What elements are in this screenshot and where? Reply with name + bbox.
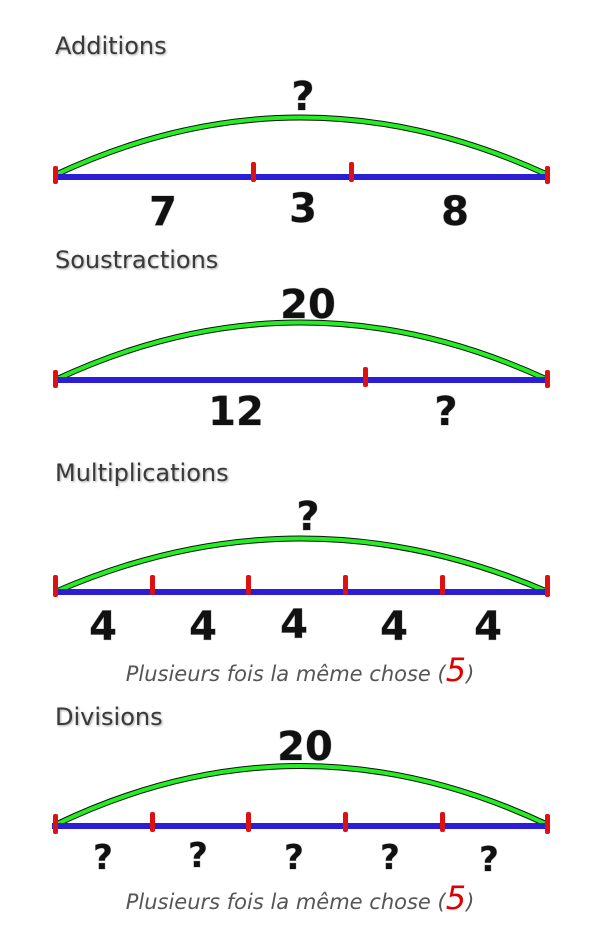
multiplications-part-4: 4 <box>380 604 408 650</box>
soustractions-diagram: 20 12 ? <box>53 282 550 436</box>
tick <box>545 575 550 597</box>
divisions-part-3: ? <box>284 838 304 878</box>
additions-part-1: 7 <box>149 189 177 235</box>
multiplications-arc <box>54 536 549 594</box>
tick <box>545 166 550 184</box>
tick <box>53 370 58 388</box>
caption-end: ) <box>466 890 475 914</box>
divisions-arc <box>54 764 549 827</box>
additions-title: Additions <box>55 32 167 60</box>
multiplications-part-1: 4 <box>89 604 117 650</box>
divisions-diagram: 20 ? ? ? ? ? <box>52 724 550 881</box>
soustractions-arc <box>54 320 549 382</box>
divisions-total: 20 <box>277 724 333 770</box>
repeat-count: 5 <box>445 651 467 689</box>
divisions-part-4: ? <box>380 838 400 878</box>
divisions-title: Divisions <box>55 703 163 731</box>
additions-arc <box>54 115 549 177</box>
caption-end: ) <box>466 662 475 686</box>
tick <box>150 575 155 595</box>
multiplications-part-3: 4 <box>280 602 308 648</box>
additions-total: ? <box>291 74 314 120</box>
tick <box>150 812 155 832</box>
multiplications-diagram: ? 4 4 4 4 4 <box>53 494 550 650</box>
divisions-part-1: ? <box>93 838 113 878</box>
repeat-count: 5 <box>445 879 467 917</box>
tick <box>545 370 550 388</box>
tick <box>440 575 445 595</box>
caption-text: Plusieurs fois la même chose ( <box>125 890 446 914</box>
soustractions-part-2: ? <box>434 389 457 435</box>
tick <box>545 814 550 834</box>
tick <box>246 812 251 832</box>
tick <box>363 367 368 387</box>
additions-part-3: 8 <box>441 189 469 235</box>
tick <box>349 162 354 182</box>
soustractions-title: Soustractions <box>55 246 219 274</box>
divisions-caption: Plusieurs fois la même chose (5) <box>0 879 600 917</box>
tick <box>343 575 348 595</box>
tick <box>53 814 58 834</box>
multiplications-total: ? <box>296 494 319 540</box>
divisions-part-5: ? <box>479 840 499 880</box>
multiplications-part-2: 4 <box>189 604 217 650</box>
tick <box>246 575 251 595</box>
tick <box>251 162 256 182</box>
tick <box>53 166 58 184</box>
additions-diagram: ? 7 3 8 <box>53 74 550 236</box>
multiplications-caption: Plusieurs fois la même chose (5) <box>0 651 600 689</box>
soustractions-total: 20 <box>280 282 336 328</box>
divisions-part-2: ? <box>188 836 208 876</box>
tick <box>53 575 58 597</box>
tick <box>343 812 348 832</box>
multiplications-part-5: 4 <box>474 604 502 650</box>
soustractions-part-1: 12 <box>208 389 264 435</box>
tick <box>440 812 445 832</box>
caption-text: Plusieurs fois la même chose ( <box>125 662 446 686</box>
additions-part-2: 3 <box>289 186 317 232</box>
multiplications-title: Multiplications <box>55 459 229 487</box>
